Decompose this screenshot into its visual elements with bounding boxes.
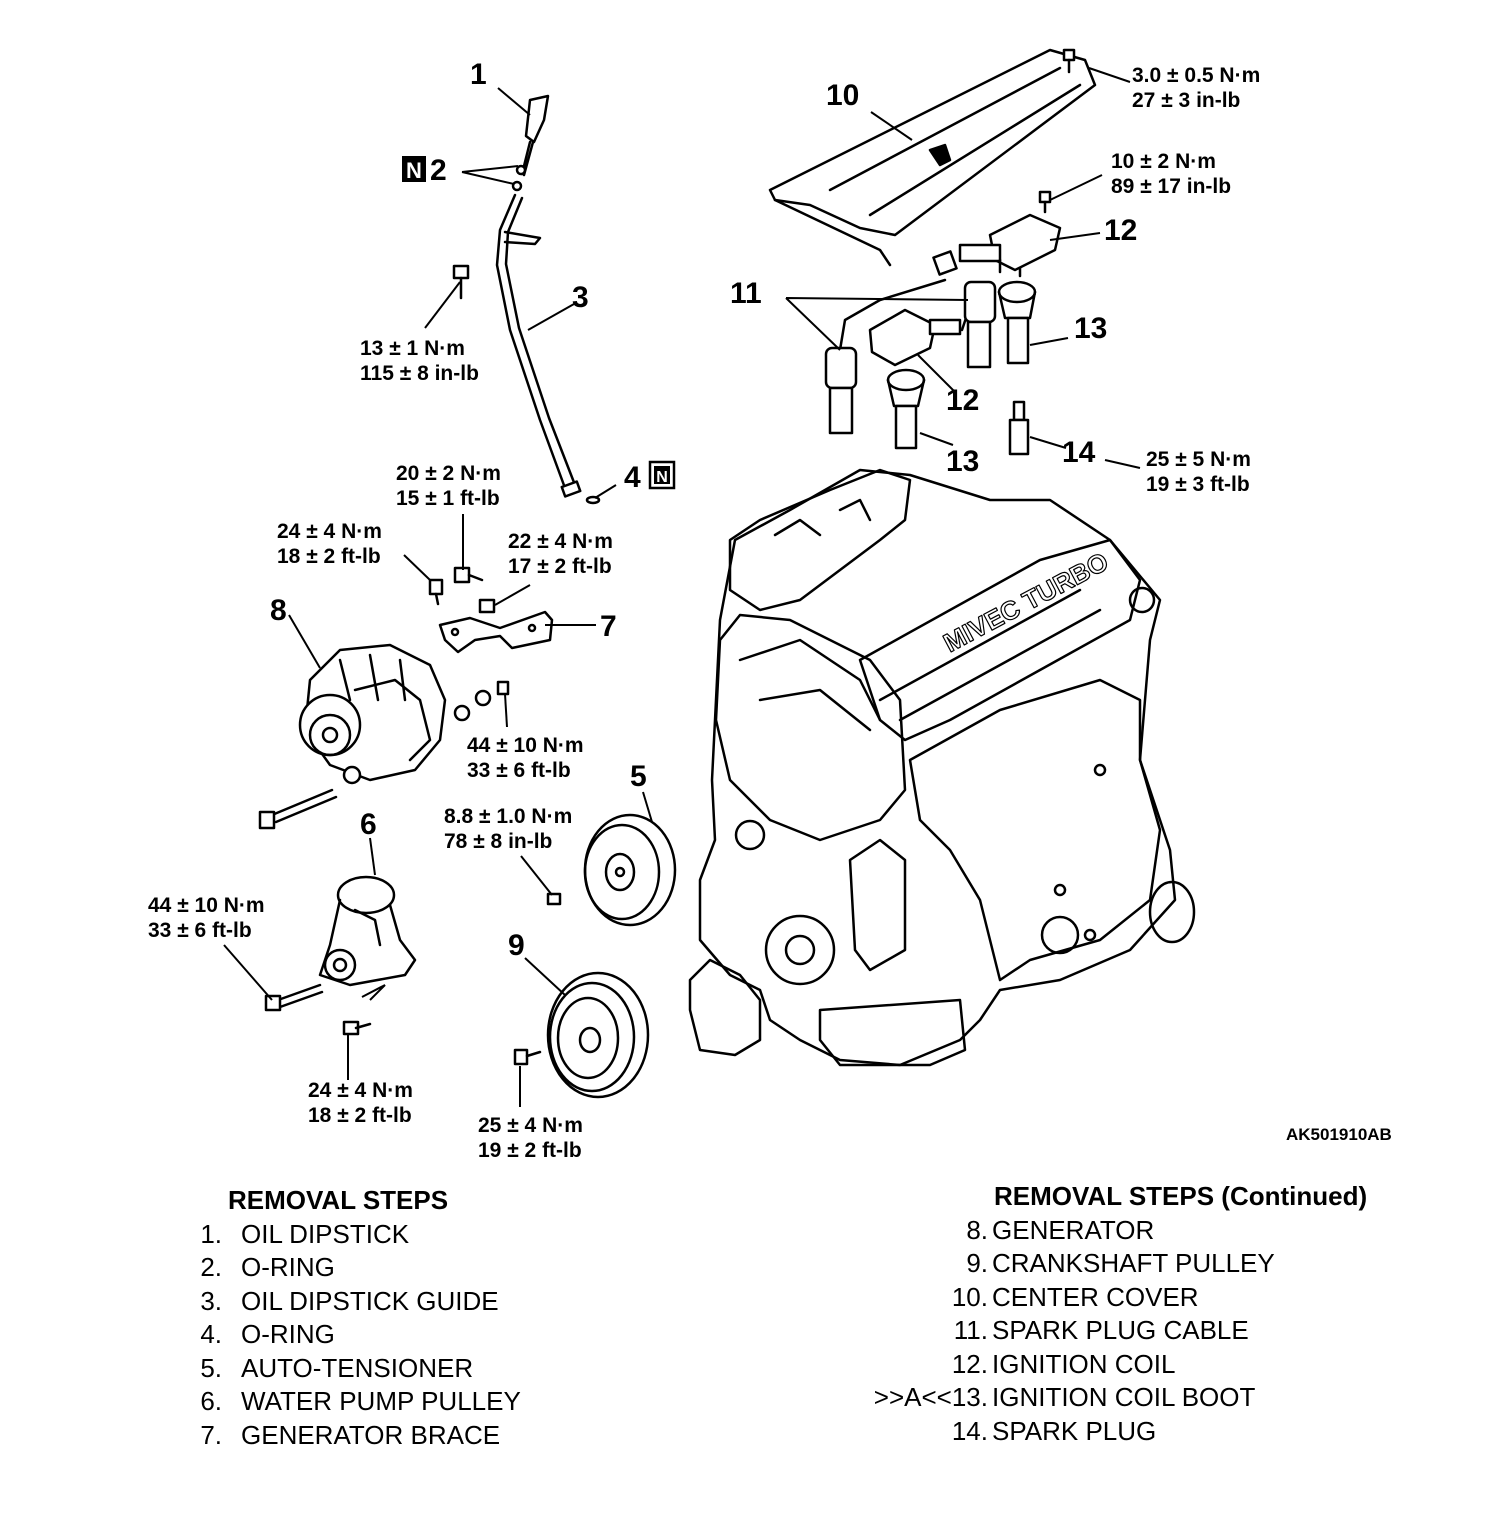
callout-3: 3	[572, 281, 589, 314]
oil-dipstick	[511, 94, 550, 192]
generator-bolt	[258, 788, 338, 830]
svg-text:N: N	[656, 469, 668, 486]
ignition-coil-upper	[958, 213, 1062, 278]
list-item: 8.GENERATOR	[966, 1214, 1155, 1245]
tensioner-bolts	[264, 983, 372, 1036]
callout-11: 11	[730, 277, 762, 310]
removal-steps-heading: REMOVAL STEPS	[228, 1185, 449, 1215]
exploded-parts-diagram: MIVEC TURBO	[148, 48, 1392, 1162]
torque-brace-right: 22 ± 4 N·m 17 ± 2 ft-lb	[508, 530, 619, 578]
list-item: 11.SPARK PLUG CABLE	[953, 1315, 1249, 1345]
callout-5: 5	[630, 760, 647, 793]
callout-12-lower: 12	[946, 384, 979, 417]
spark-plug-cable	[824, 250, 997, 435]
spark-plug	[1008, 400, 1030, 456]
callout-6: 6	[360, 808, 377, 841]
center-cover	[768, 48, 1097, 267]
list-item: 3.OIL DIPSTICK GUIDE	[200, 1285, 499, 1316]
torque-tensioner-left: 44 ± 10 N·m 33 ± 6 ft-lb	[148, 894, 270, 942]
water-pump-pulley	[583, 813, 677, 927]
callout-12-upper: 12	[1104, 214, 1137, 247]
list-item: 2.O-RING	[200, 1252, 335, 1282]
torque-crank-bolt: 25 ± 4 N·m 19 ± 2 ft-lb	[478, 1114, 589, 1162]
torque-cover-bolt: 3.0 ± 0.5 N·m 27 ± 3 in-lb	[1132, 64, 1266, 112]
generator-washers	[453, 680, 510, 722]
callout-2: 2	[430, 154, 447, 187]
torque-generator-nut: 44 ± 10 N·m 33 ± 6 ft-lb	[467, 734, 589, 782]
torque-tensioner-bottom: 24 ± 4 N·m 18 ± 2 ft-lb	[308, 1079, 419, 1127]
list-item: 12.IGNITION COIL	[951, 1348, 1176, 1379]
list-item: 10.CENTER COVER	[951, 1281, 1199, 1312]
o-ring-4	[585, 495, 601, 505]
ignition-coil-boot-upper	[997, 280, 1037, 365]
ignition-coil-boot-lower	[886, 368, 926, 450]
n-marker-ring-2: N	[402, 156, 426, 183]
list-item: >>A<<13.IGNITION COIL BOOT	[873, 1382, 1256, 1412]
callout-14: 14	[1062, 436, 1096, 469]
torque-coil-bolt: 10 ± 2 N·m 89 ± 17 in-lb	[1111, 150, 1231, 198]
engine-block	[688, 468, 1196, 1067]
callout-8: 8	[270, 594, 287, 627]
torque-spark-plug: 25 ± 5 N·m 19 ± 3 ft-lb	[1146, 448, 1257, 496]
brace-bolts	[428, 566, 496, 614]
callout-10: 10	[826, 79, 859, 112]
list-item: 9.CRANKSHAFT PULLEY	[966, 1248, 1275, 1278]
torque-brace-top: 20 ± 2 N·m 15 ± 1 ft-lb	[396, 462, 507, 510]
cover-bolt	[1062, 48, 1076, 74]
crankshaft-pulley	[546, 971, 650, 1099]
callout-9: 9	[508, 929, 525, 962]
callout-1: 1	[470, 58, 487, 91]
torque-brace-left: 24 ± 4 N·m 18 ± 2 ft-lb	[277, 520, 388, 568]
coil-bolt	[1038, 190, 1052, 214]
callout-4: 4	[624, 461, 641, 494]
torque-pump-bolt: 8.8 ± 1.0 N·m 78 ± 8 in-lb	[444, 805, 578, 853]
list-item: 5.AUTO-TENSIONER	[200, 1352, 474, 1383]
list-item: 7.GENERATOR BRACE	[200, 1419, 501, 1450]
generator-brace	[438, 610, 554, 654]
leader-lines	[223, 67, 1141, 1107]
list-item: 6.WATER PUMP PULLEY	[200, 1386, 521, 1416]
removal-steps-continued-list: REMOVAL STEPS (Continued) 8.GENERATOR 9.…	[858, 1180, 1367, 1448]
removal-steps-list: REMOVAL STEPS 1.OIL DIPSTICK 2.O-RING 3.…	[180, 1184, 521, 1452]
oil-dipstick-guide	[495, 193, 582, 498]
callout-7: 7	[600, 610, 617, 643]
removal-steps-continued-heading: REMOVAL STEPS (Continued)	[994, 1181, 1368, 1211]
list-item: 4.O-RING	[200, 1319, 335, 1349]
pump-bolt	[546, 892, 562, 906]
dipstick-guide-bolt	[452, 264, 470, 300]
callout-13-upper: 13	[1074, 312, 1107, 345]
crank-bolt	[513, 1048, 542, 1066]
torque-guide-bolt: 13 ± 1 N·m 115 ± 8 in-lb	[360, 337, 479, 385]
svg-text:N: N	[406, 158, 422, 183]
figure-id: AK501910AB	[1286, 1125, 1392, 1144]
n-marker-ring-4: N	[648, 460, 676, 490]
generator	[298, 643, 447, 785]
ignition-coil-lower	[868, 308, 962, 367]
list-item: 14.SPARK PLUG	[951, 1415, 1157, 1446]
list-item: 1.OIL DIPSTICK	[200, 1218, 410, 1249]
auto-tensioner	[318, 875, 417, 987]
callout-13-lower: 13	[946, 445, 979, 478]
